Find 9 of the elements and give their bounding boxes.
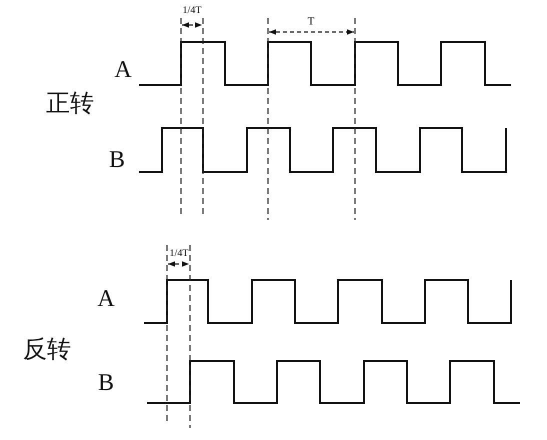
- direction-label: 正转: [46, 92, 94, 116]
- signal-name: B: [98, 371, 114, 395]
- direction-label: 反转: [23, 338, 71, 362]
- signal-name: A: [114, 58, 132, 82]
- signal-name: B: [109, 148, 125, 172]
- signal-name: A: [97, 287, 115, 311]
- dimension-label: T: [308, 16, 314, 28]
- dimension-label: 1/4T: [182, 6, 202, 16]
- dimension-label: 1/4T: [170, 249, 188, 259]
